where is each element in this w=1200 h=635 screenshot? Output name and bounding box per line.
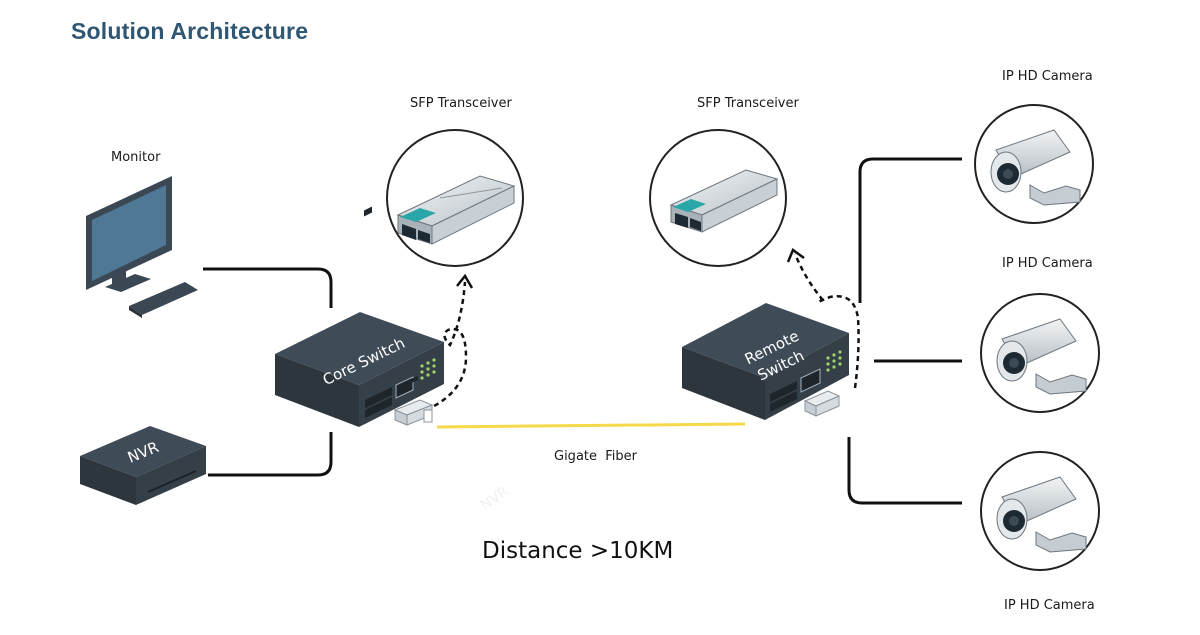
sfp-transceiver-left bbox=[386, 129, 524, 267]
remote-switch-icon: Remote Switch bbox=[682, 303, 849, 420]
cable-nvr-to-core bbox=[208, 432, 333, 477]
gigate-fiber-line bbox=[436, 422, 746, 429]
ip-camera-mid bbox=[980, 293, 1100, 413]
camera-mid-label: IP HD Camera bbox=[1002, 256, 1093, 271]
dashed-arrow-left bbox=[425, 273, 474, 412]
ip-camera-bottom bbox=[980, 451, 1100, 571]
camera-top-label: IP HD Camera bbox=[1002, 69, 1093, 84]
cable-remote-to-camera-bottom bbox=[847, 437, 962, 505]
ip-camera-top bbox=[974, 104, 1094, 224]
nvr-watermark: NVR bbox=[478, 483, 512, 513]
sfp-left-label: SFP Transceiver bbox=[410, 96, 512, 111]
cable-monitor-to-core bbox=[203, 267, 333, 308]
page-title: Solution Architecture bbox=[71, 18, 309, 44]
monitor-label: Monitor bbox=[111, 150, 161, 165]
sfp-transceiver-right bbox=[649, 129, 787, 267]
distance-label: Distance >10KM bbox=[482, 538, 674, 564]
dashed-arrow-right bbox=[786, 248, 860, 389]
nvr-icon: NVR bbox=[80, 426, 206, 505]
core-switch-icon: Core Switch bbox=[275, 206, 444, 427]
cable-remote-to-camera-top bbox=[858, 157, 962, 303]
gigate-fiber-label: Gigate Fiber bbox=[554, 449, 638, 464]
sfp-right-label: SFP Transceiver bbox=[697, 96, 799, 111]
camera-bottom-label: IP HD Camera bbox=[1004, 598, 1095, 613]
monitor-icon bbox=[86, 176, 198, 318]
